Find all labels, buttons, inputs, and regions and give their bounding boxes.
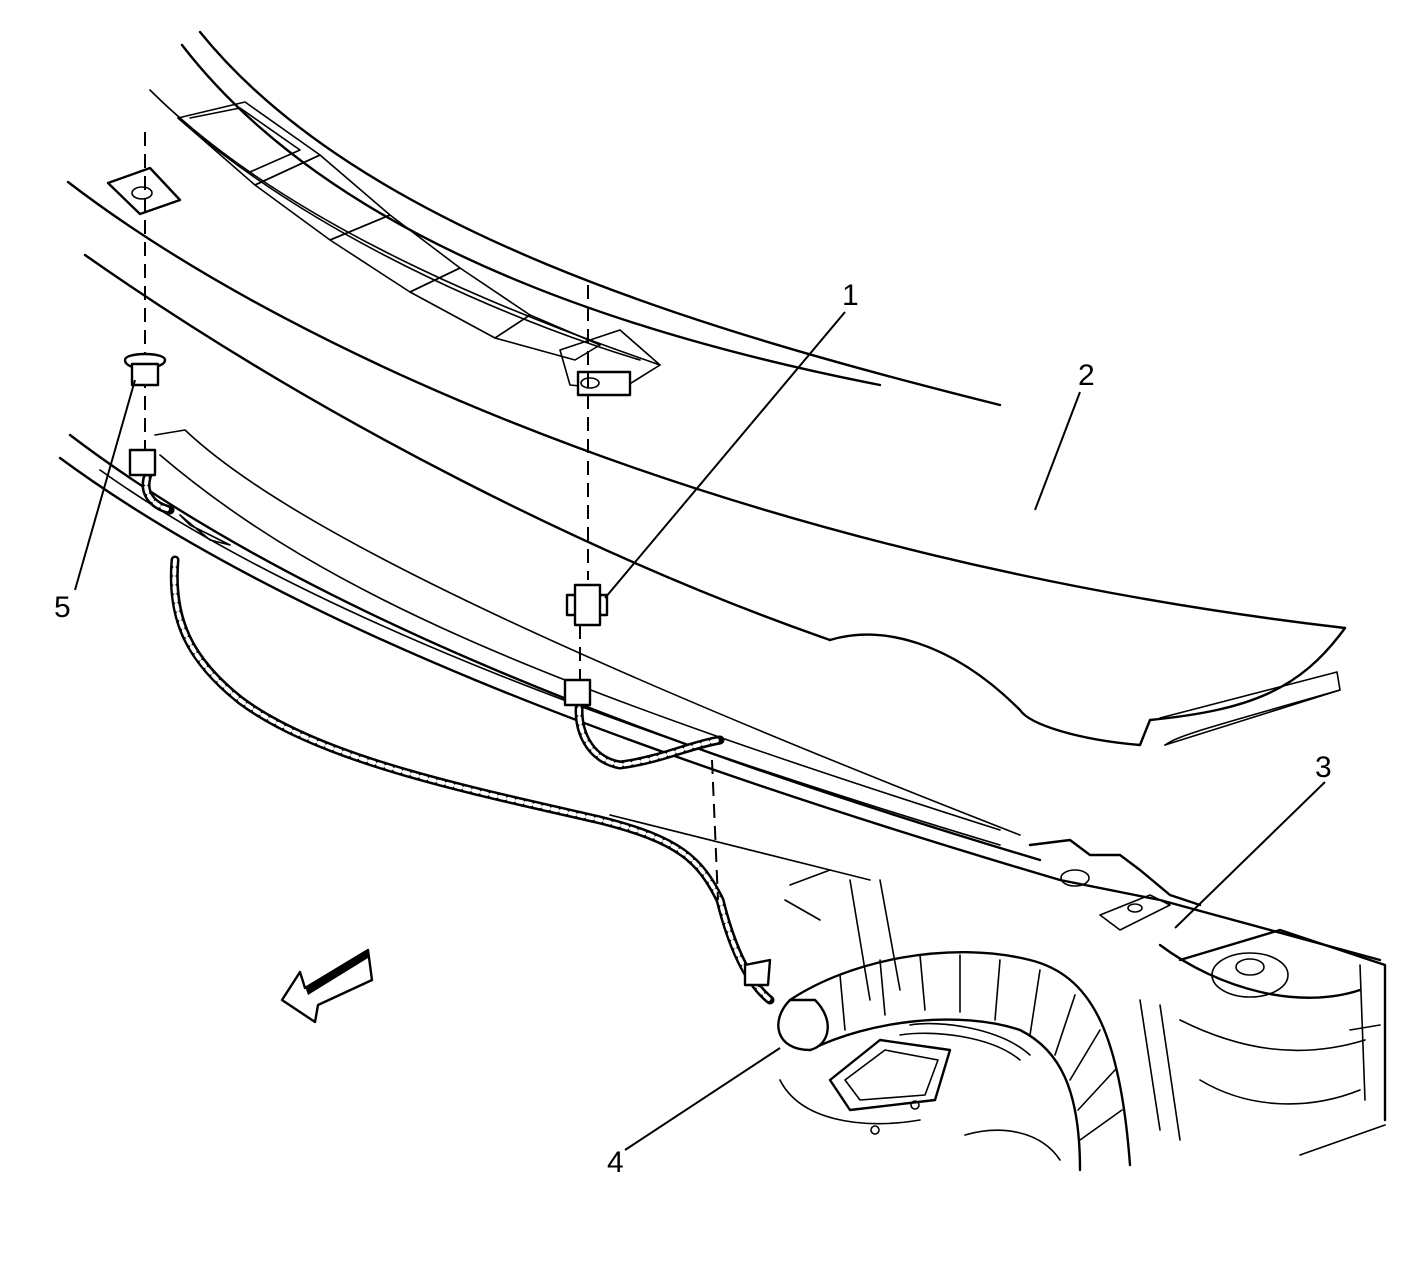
callout-4: 4	[607, 1146, 624, 1179]
cowl-plenum	[58, 429, 1387, 1156]
callout-1: 1	[842, 279, 859, 312]
cowl-grille-vents	[149, 30, 1002, 407]
air-inlet-panel	[66, 166, 1347, 747]
callout-3: 3	[1315, 751, 1332, 784]
callout-5: 5	[54, 591, 71, 624]
forward-arrow-icon	[280, 948, 374, 1024]
callout-2: 2	[1078, 359, 1095, 392]
intake-duct	[777, 951, 1132, 1172]
retainer-5	[123, 132, 167, 477]
leader-lines	[74, 311, 1326, 1151]
wiring-harness	[141, 465, 775, 1005]
retainer-1	[563, 285, 772, 987]
